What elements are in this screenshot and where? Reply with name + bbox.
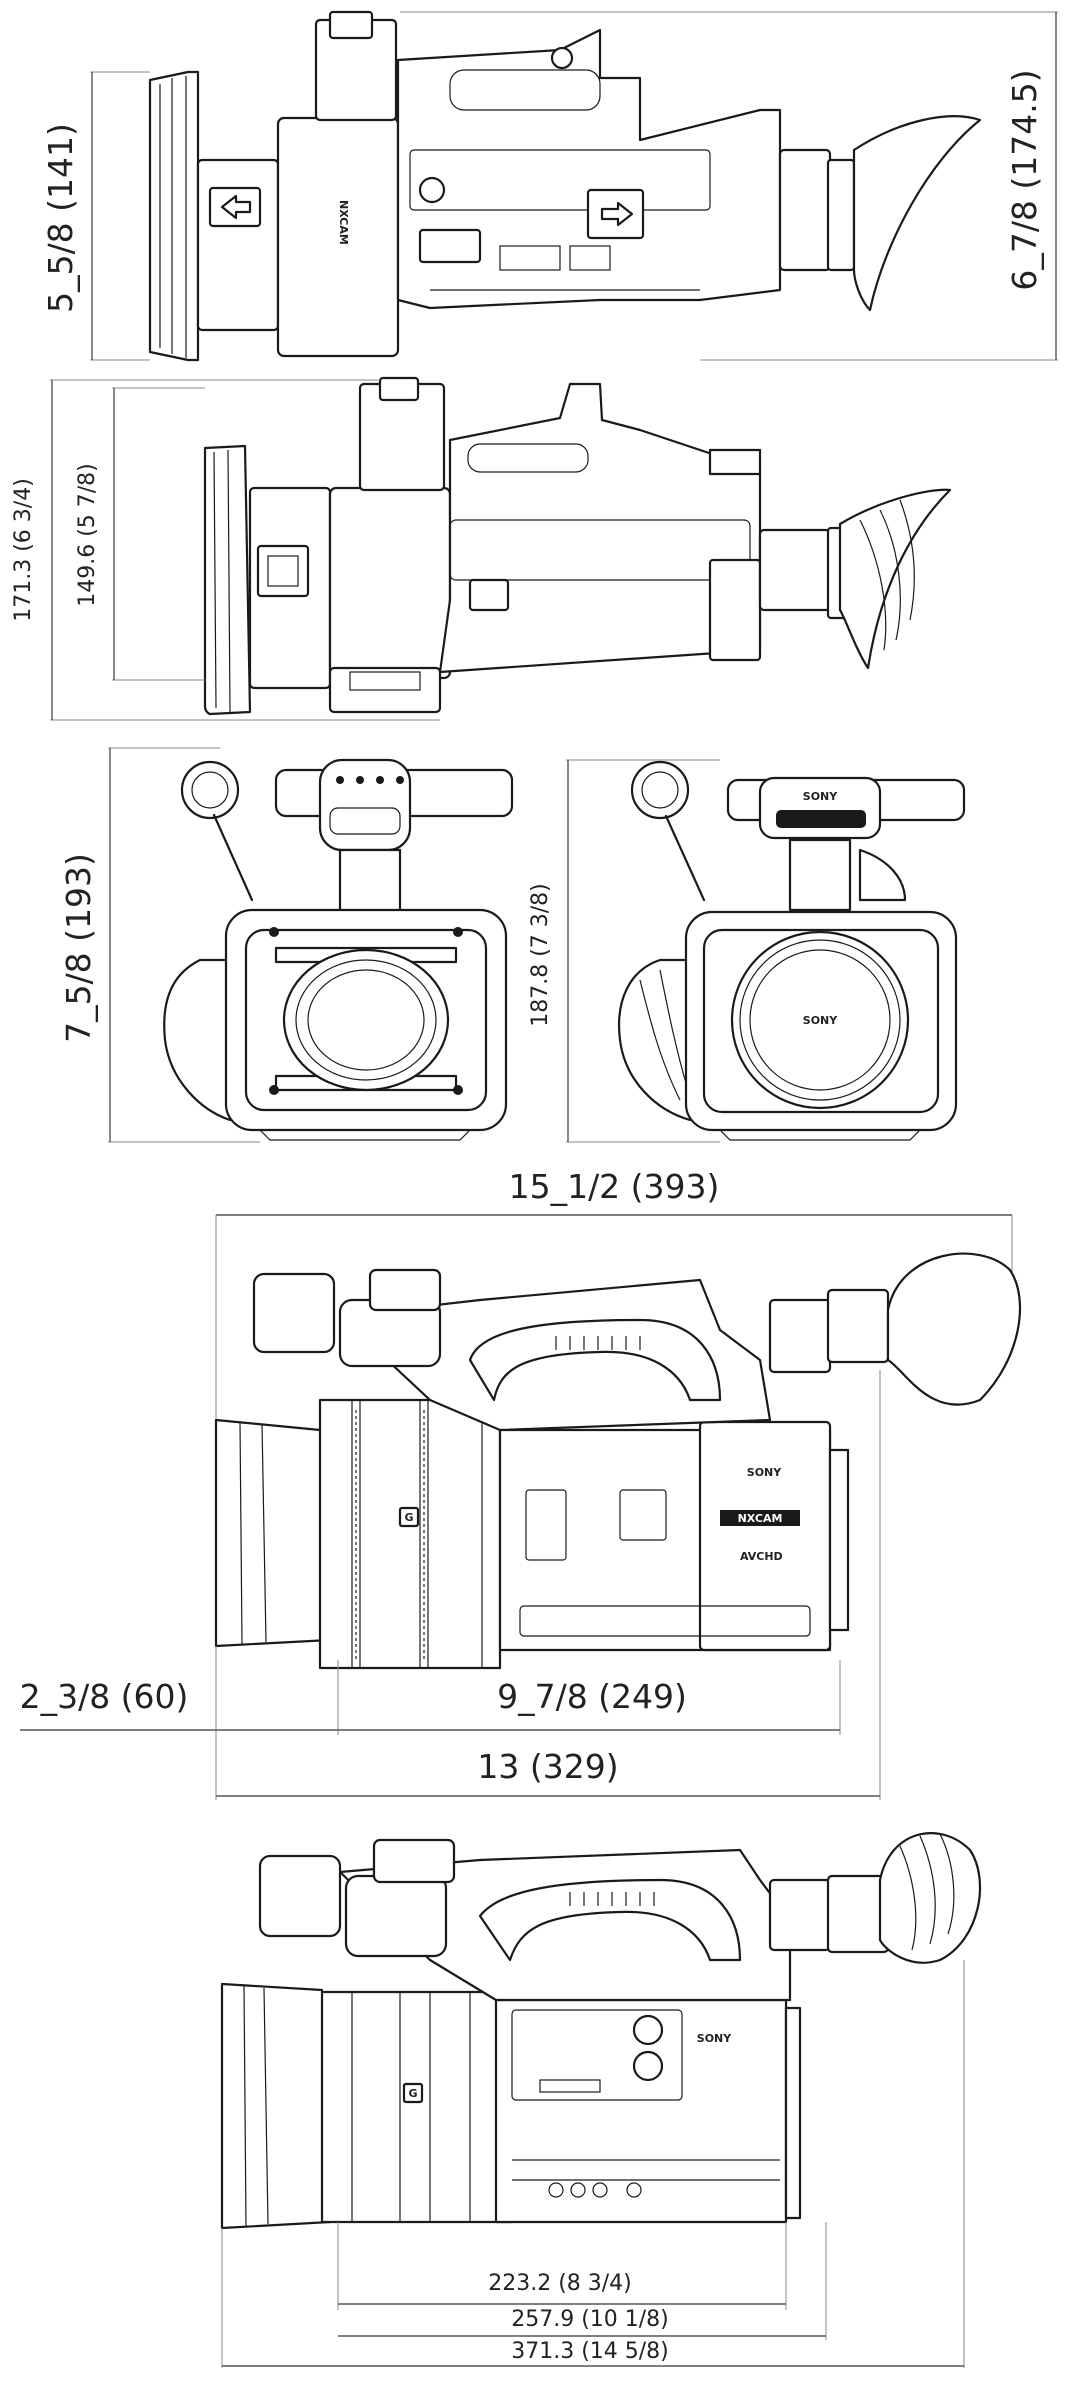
dim-label-60: 2_3/8 (60): [20, 1677, 189, 1716]
g-badge-side1: G: [404, 1511, 413, 1524]
dim-label-257: 257.9 (10 1/8): [511, 2307, 669, 2332]
nxcam-logo-side1: NXCAM: [738, 1512, 783, 1525]
dimension-lengths-view4: [20, 1370, 881, 1800]
dim-label-height-174: 6_7/8 (174.5): [1005, 69, 1044, 290]
sony-logo-side2: SONY: [697, 2032, 732, 2045]
dim-label-371: 371.3 (14 5/8): [511, 2339, 669, 2364]
sony-logo-lens-cap: SONY: [803, 1014, 838, 1027]
dimension-lengths-view5: [221, 1960, 965, 2368]
sony-logo-side1: SONY: [747, 1466, 782, 1479]
dim-label-393: 15_1/2 (393): [509, 1167, 720, 1206]
g-badge-side2: G: [408, 2087, 417, 2100]
dim-label-171: 171.3 (6 3/4): [11, 478, 36, 622]
nxcam-logo-top: NXCAM: [337, 200, 350, 245]
camera-top-view-2: [203, 376, 952, 716]
camera-top-view-1: NXCAM: [148, 10, 982, 362]
dimension-height-view2: [50, 379, 440, 721]
dim-label-height-141: 5_5/8 (141): [41, 123, 80, 313]
sony-logo-front-top: SONY: [803, 790, 838, 803]
dim-label-223: 223.2 (8 3/4): [488, 2271, 632, 2296]
dim-label-249: 9_7/8 (249): [497, 1677, 687, 1716]
dimension-height-view1: [90, 11, 1058, 361]
dim-label-329: 13 (329): [477, 1747, 618, 1786]
dim-label-193: 7_5/8 (193): [59, 853, 98, 1043]
camera-front-view-right: SONY SONY: [618, 760, 966, 1141]
dim-label-187: 187.8 (7 3/8): [528, 883, 553, 1027]
camera-side-view-2: G SONY: [220, 1832, 982, 2230]
camera-side-view-1: G SONY NXCAM AVCHD: [214, 1252, 1022, 1670]
avchd-logo-side1: AVCHD: [740, 1550, 783, 1563]
dimension-height-front: [108, 747, 720, 1143]
camera-front-view-left: [163, 758, 514, 1141]
dim-label-149: 149.6 (5 7/8): [75, 463, 100, 607]
